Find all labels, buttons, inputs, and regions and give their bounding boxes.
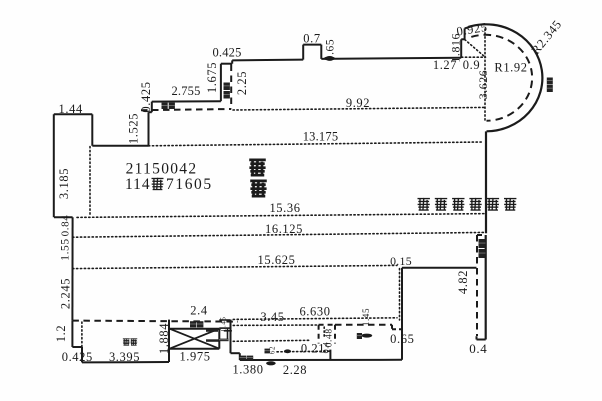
svg-text:16.125: 16.125 <box>265 222 303 236</box>
svg-text:3.185: 3.185 <box>57 168 71 199</box>
svg-text:4.82: 4.82 <box>456 270 470 294</box>
svg-text:0.15: 0.15 <box>390 254 412 268</box>
svg-text:0.21: 0.21 <box>301 341 325 355</box>
svg-text:2.4: 2.4 <box>190 304 208 318</box>
svg-text:2.245: 2.245 <box>59 278 73 309</box>
svg-text:1.380: 1.380 <box>232 362 263 376</box>
svg-text:1.816: 1.816 <box>448 33 462 63</box>
svg-text:1.975: 1.975 <box>179 349 210 363</box>
svg-text:62: 62 <box>269 346 277 354</box>
svg-text:R1.92: R1.92 <box>494 60 527 74</box>
svg-text:1.2: 1.2 <box>54 325 68 342</box>
svg-text:6.630: 6.630 <box>299 305 330 319</box>
svg-text:1.525: 1.525 <box>127 113 141 144</box>
svg-text:0.7: 0.7 <box>303 32 320 46</box>
svg-text:15.36: 15.36 <box>269 201 300 215</box>
svg-text:0.45: 0.45 <box>219 316 227 331</box>
svg-text:0.48: 0.48 <box>325 328 335 347</box>
svg-text:0.84: 0.84 <box>60 215 72 237</box>
svg-text:0.65: 0.65 <box>325 39 337 62</box>
svg-text:15.625: 15.625 <box>258 253 296 267</box>
svg-text:1.45: 1.45 <box>361 308 371 326</box>
svg-text:2.28: 2.28 <box>283 363 307 377</box>
svg-text:0.9: 0.9 <box>463 58 480 72</box>
svg-text:0.425: 0.425 <box>212 46 241 60</box>
svg-text:1.27: 1.27 <box>433 58 457 72</box>
svg-text:3.626: 3.626 <box>476 70 490 100</box>
svg-text:1.675: 1.675 <box>205 62 219 93</box>
svg-text:0.425: 0.425 <box>62 350 93 364</box>
svg-text:0.65: 0.65 <box>390 332 414 346</box>
svg-text:1.44: 1.44 <box>59 102 83 116</box>
svg-text:1.55: 1.55 <box>60 238 72 261</box>
svg-text:R2.345: R2.345 <box>528 17 564 57</box>
svg-text:0.425: 0.425 <box>139 81 153 112</box>
svg-text:1.884: 1.884 <box>157 323 171 354</box>
svg-text:114: 114 <box>125 176 151 193</box>
svg-text:3.45: 3.45 <box>260 310 284 324</box>
svg-text:13.175: 13.175 <box>303 130 339 144</box>
svg-text:71605: 71605 <box>166 176 213 193</box>
svg-text:0.925: 0.925 <box>456 20 489 39</box>
svg-text:2.25: 2.25 <box>235 71 249 95</box>
svg-text:21150042: 21150042 <box>126 161 198 178</box>
svg-text:2.755: 2.755 <box>171 84 200 98</box>
svg-text:0.4: 0.4 <box>469 341 487 356</box>
svg-text:3.395: 3.395 <box>109 350 140 364</box>
svg-text:0.4: 0.4 <box>321 342 330 354</box>
svg-text:9.92: 9.92 <box>346 96 370 110</box>
